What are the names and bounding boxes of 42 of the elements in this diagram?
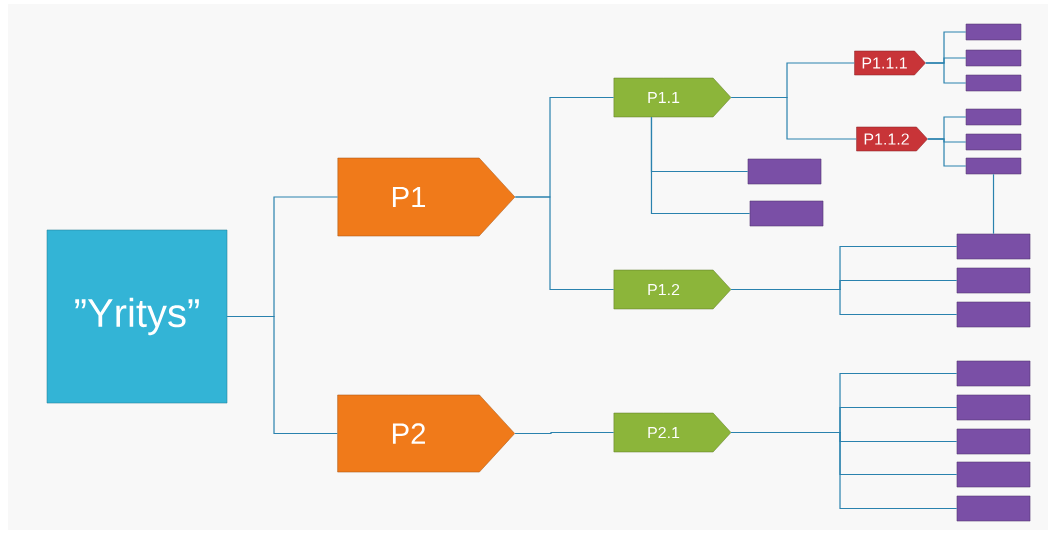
empty-box (749, 200, 824, 227)
arrow-box (856, 126, 928, 152)
connector-line (730, 96, 857, 140)
empty-box (956, 495, 1031, 522)
arrow-box (337, 394, 515, 473)
empty-box (956, 233, 1031, 260)
connector-line (927, 138, 967, 167)
connector-line (730, 431, 958, 510)
empty-box (965, 108, 1022, 126)
empty-box (956, 301, 1031, 328)
node-label: P1.1 (648, 92, 680, 103)
connector-line (514, 431, 615, 435)
connector-line (514, 196, 615, 291)
arrow-box (854, 50, 926, 76)
empty-box (965, 74, 1022, 92)
arrow-box (613, 269, 732, 310)
arrow-box (613, 77, 732, 118)
empty-box (965, 23, 1022, 41)
node-label: P2.1 (648, 426, 680, 439)
empty-box (965, 133, 1022, 151)
node-label: ”Yritys” (75, 297, 199, 336)
connector-line (925, 62, 967, 84)
node-label: P2 (392, 423, 425, 444)
node-label: P1.1.1 (862, 57, 907, 69)
empty-box (956, 461, 1031, 488)
empty-box (747, 158, 822, 185)
node-label: P1 (392, 186, 425, 208)
empty-box (956, 394, 1031, 421)
empty-box (965, 49, 1022, 67)
connector-line (226, 315, 338, 435)
empty-box (956, 360, 1031, 387)
empty-box (965, 157, 1022, 175)
node-label: P1.1.2 (864, 133, 909, 145)
empty-box (956, 428, 1031, 455)
connector-line (730, 288, 958, 316)
node-label: P1.2 (648, 283, 680, 296)
connector-line (992, 173, 995, 235)
arrow-box (613, 412, 732, 453)
connector-line (650, 116, 751, 215)
empty-box (956, 267, 1031, 294)
arrow-box (337, 157, 516, 237)
company-box (46, 229, 228, 404)
